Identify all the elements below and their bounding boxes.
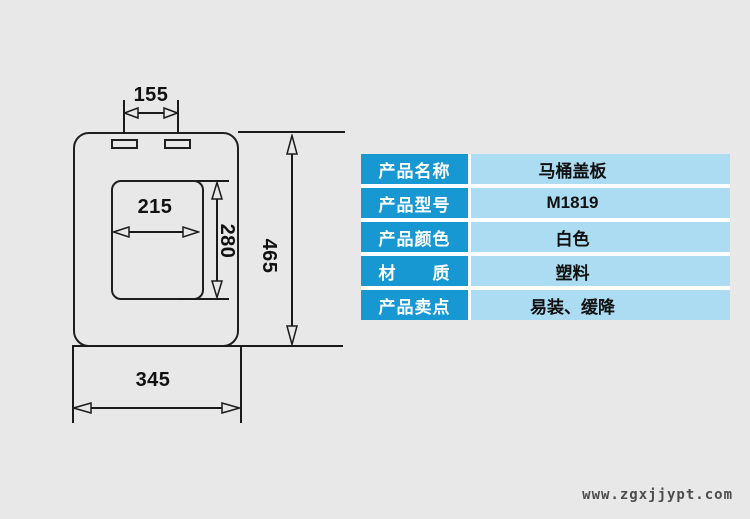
- dimension-arrow-345: [72, 402, 241, 414]
- dimension-arrow-465: [286, 134, 298, 346]
- extension-line-155-right: [177, 100, 179, 134]
- row-value: 白色: [471, 222, 730, 252]
- row-label: 产品卖点: [361, 290, 468, 320]
- row-label: 产品型号: [361, 188, 468, 218]
- row-value: 塑料: [471, 256, 730, 286]
- dimension-label-155: 155: [133, 84, 169, 106]
- row-value: M1819: [471, 188, 730, 218]
- dimension-label-280: 280: [216, 223, 238, 259]
- diagram-baseline: [72, 345, 343, 347]
- hinge-tab-left: [111, 139, 138, 149]
- site-watermark: www.zgxjjypt.com: [582, 487, 733, 503]
- extension-tick-280-bottom: [178, 298, 229, 300]
- dimension-arrow-280: [210, 181, 224, 299]
- dimension-arrow-215: [112, 225, 200, 239]
- hinge-tab-right: [164, 139, 191, 149]
- lid-inner-panel-outline: [111, 180, 204, 300]
- dimension-label-345: 345: [135, 369, 171, 391]
- extension-tick-280-top: [196, 180, 229, 182]
- row-value: 马桶盖板: [471, 154, 730, 184]
- row-label: 产品颜色: [361, 222, 468, 252]
- table-row: 产品卖点 易装、缓降: [361, 290, 730, 320]
- dimension-arrow-155: [123, 106, 179, 120]
- table-row: 材 质 塑料: [361, 256, 730, 286]
- row-value: 易装、缓降: [471, 290, 730, 320]
- table-row: 产品名称 马桶盖板: [361, 154, 730, 184]
- extension-line-345-left: [72, 347, 74, 423]
- extension-line-465-top: [238, 131, 345, 133]
- extension-line-345-right: [240, 347, 242, 423]
- spec-table: 产品名称 马桶盖板 产品型号 M1819 产品颜色 白色 材 质 塑料 产品卖点…: [361, 154, 730, 320]
- extension-line-155-left: [123, 100, 125, 134]
- dimension-label-465: 465: [258, 238, 280, 274]
- table-row: 产品颜色 白色: [361, 222, 730, 252]
- dimension-label-215: 215: [137, 196, 173, 218]
- row-label: 产品名称: [361, 154, 468, 184]
- table-row: 产品型号 M1819: [361, 188, 730, 218]
- row-label: 材 质: [361, 256, 468, 286]
